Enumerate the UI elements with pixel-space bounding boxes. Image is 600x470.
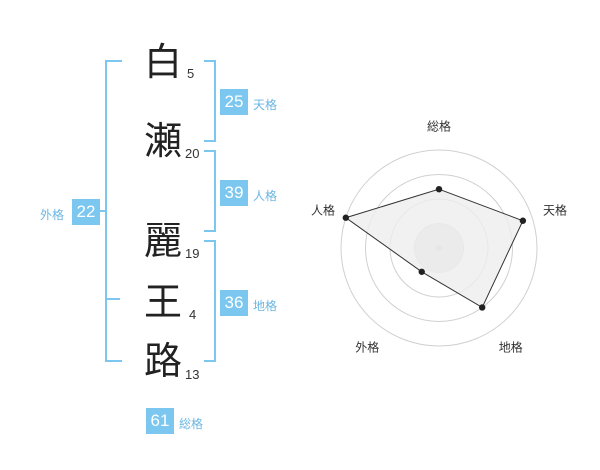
name-char-5: 路 <box>144 339 183 383</box>
tenkaku-label: 天格 <box>253 98 278 112</box>
radar-label-soukaku: 総格 <box>426 119 452 134</box>
gaikaku-bracket-mid <box>105 298 120 300</box>
radar-polygon <box>344 188 524 309</box>
radar-point <box>435 186 443 193</box>
radar-point <box>519 217 527 224</box>
gaikaku-label: 外格 <box>40 208 65 222</box>
gaikaku-connector <box>100 210 105 212</box>
radar-ring <box>365 174 513 322</box>
name-char-2: 瀬 <box>144 119 183 163</box>
soukaku-label: 総格 <box>179 417 204 431</box>
radar-label-jinkaku: 人格 <box>310 203 335 218</box>
jinkaku-badge: 39 <box>220 180 248 206</box>
gaikaku-badge: 22 <box>72 199 100 225</box>
soukaku-badge: 61 <box>146 408 174 434</box>
name-char-4: 王 <box>144 280 183 324</box>
radar-label-chikaku: 地格 <box>498 340 523 355</box>
radar-label-gaikaku: 外格 <box>355 340 380 355</box>
name-char-3: 麗 <box>144 219 183 263</box>
tenkaku-badge: 25 <box>220 89 248 115</box>
stroke-count-1: 5 <box>187 66 195 81</box>
tenkaku-bracket <box>204 60 216 142</box>
radar-point <box>418 268 425 275</box>
chikaku-badge: 36 <box>220 290 248 316</box>
jinkaku-bracket <box>204 150 216 232</box>
radar-ring <box>340 149 538 347</box>
radar-point <box>342 214 349 221</box>
radar-points <box>342 186 527 311</box>
radar-label-tenkaku: 天格 <box>543 203 568 218</box>
gaikaku-bracket <box>105 60 122 362</box>
radar-point <box>479 304 486 311</box>
stroke-count-4: 4 <box>189 307 197 322</box>
chikaku-bracket <box>204 240 216 362</box>
jinkaku-label: 人格 <box>253 189 278 203</box>
stroke-count-3: 19 <box>185 246 200 261</box>
name-char-1: 白 <box>144 40 183 84</box>
chikaku-label: 地格 <box>253 299 278 313</box>
stroke-count-2: 20 <box>185 146 200 161</box>
stroke-count-5: 13 <box>185 367 200 382</box>
